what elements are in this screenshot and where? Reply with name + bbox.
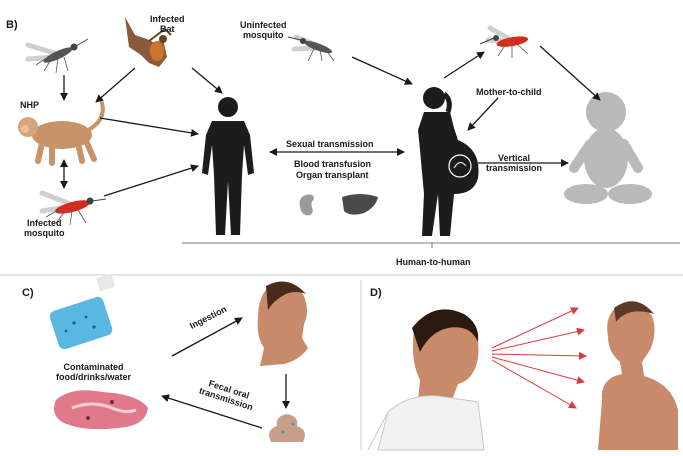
label-blood-transfusion: Blood transfusion bbox=[294, 159, 371, 169]
arrow bbox=[104, 166, 198, 196]
label-human-to-human: Human-to-human bbox=[396, 257, 471, 267]
droplet-arrow bbox=[492, 308, 578, 348]
baby-icon bbox=[564, 92, 652, 204]
panel-letter-d: D) bbox=[370, 288, 382, 298]
human-coughing-icon bbox=[368, 309, 484, 450]
droplet-arrow bbox=[492, 330, 584, 351]
mosquito-icon bbox=[28, 39, 88, 73]
label-uninfected-mosquito: Uninfected mosquito bbox=[240, 20, 287, 40]
label-sexual-transmission: Sexual transmission bbox=[286, 139, 374, 149]
monkey-icon bbox=[18, 103, 103, 163]
droplet-arrow bbox=[492, 357, 584, 382]
arrow bbox=[444, 52, 484, 78]
human-head-icon bbox=[258, 282, 308, 367]
label-contaminated: Contaminated food/drinks/water bbox=[56, 362, 131, 382]
label-infected-bat: Infected Bat bbox=[150, 14, 185, 34]
human-receiving-icon bbox=[598, 301, 678, 450]
mosquito-icon bbox=[288, 37, 334, 61]
liver-icon bbox=[342, 194, 378, 215]
arrow bbox=[192, 68, 222, 93]
human-silhouette-icon bbox=[202, 97, 254, 235]
meat-icon bbox=[54, 390, 148, 429]
arrow bbox=[100, 118, 198, 134]
stool-icon bbox=[269, 414, 305, 442]
water-bottle-icon bbox=[48, 273, 115, 350]
arrow bbox=[172, 318, 242, 356]
droplet-arrow bbox=[492, 354, 586, 356]
label-mother-to-child: Mother-to-child bbox=[476, 87, 542, 97]
label-vertical-transmission: Vertical transmission bbox=[486, 153, 542, 173]
arrow bbox=[96, 68, 135, 102]
arrow bbox=[468, 98, 498, 130]
arrow bbox=[352, 57, 412, 84]
panel-letter-c: C) bbox=[22, 288, 34, 298]
label-infected-mosquito: Infected mosquito bbox=[24, 218, 65, 238]
mosquito-icon bbox=[480, 28, 529, 58]
arrow bbox=[540, 46, 600, 100]
label-organ-transplant: Organ transplant bbox=[296, 170, 369, 180]
kidney-icon bbox=[300, 195, 314, 216]
droplet-arrow bbox=[492, 360, 576, 408]
pregnant-woman-icon bbox=[418, 87, 479, 236]
panel-letter-b: B) bbox=[6, 20, 18, 30]
label-nhp: NHP bbox=[20, 100, 39, 110]
